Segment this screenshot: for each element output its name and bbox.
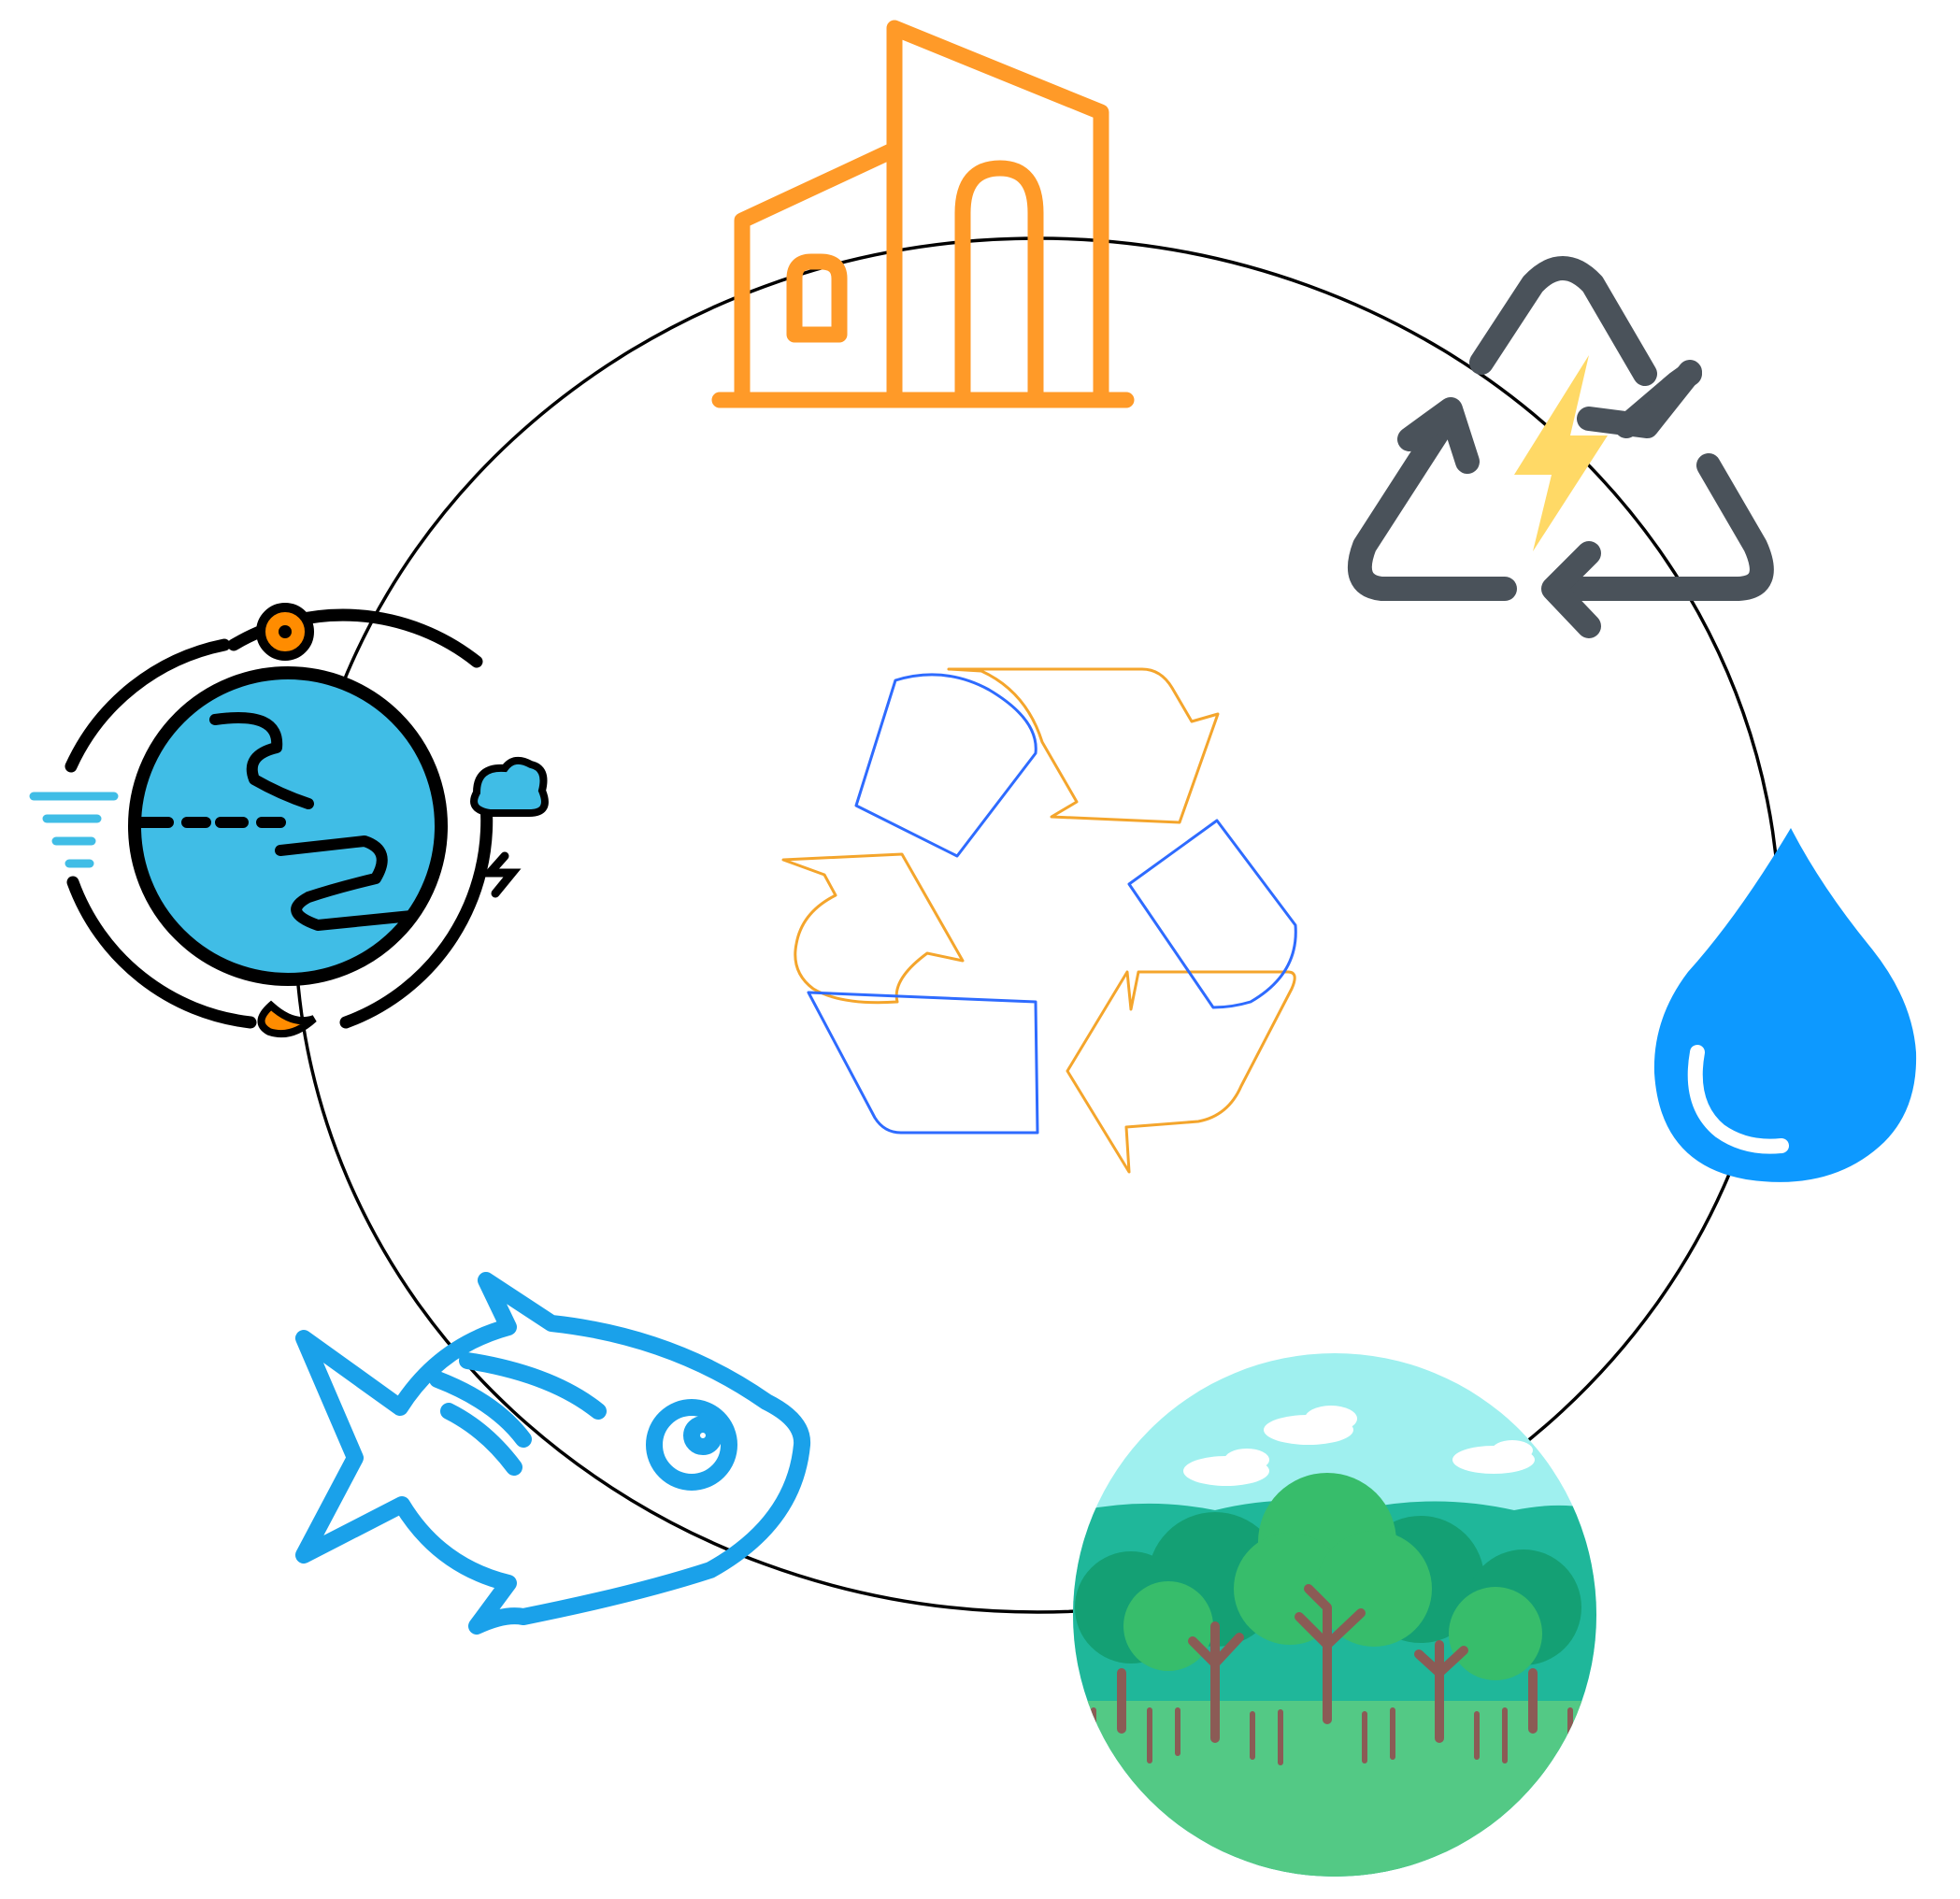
fish-icon bbox=[295, 1272, 811, 1635]
buildings-icon bbox=[711, 20, 1135, 408]
water-drop-icon bbox=[1653, 828, 1917, 1182]
renewable-energy-recycle-icon bbox=[1347, 256, 1774, 638]
forest-icon bbox=[1073, 1353, 1596, 1877]
recycle-icon bbox=[781, 667, 1297, 1174]
earth-climate-icon bbox=[29, 603, 549, 1038]
lightning-bolt bbox=[1514, 355, 1608, 551]
